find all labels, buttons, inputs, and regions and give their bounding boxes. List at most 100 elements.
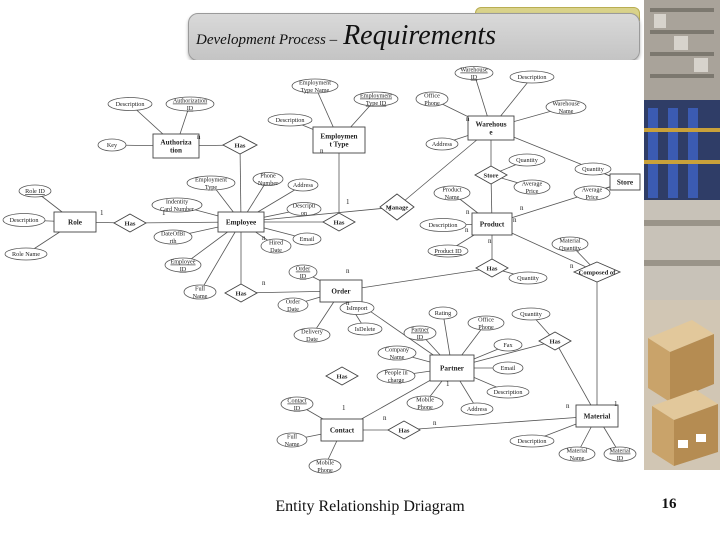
attribute-ellipse — [288, 264, 318, 280]
entity-box — [575, 404, 619, 428]
label-line: Address — [293, 182, 314, 189]
connector-order-has-order-product — [340, 267, 493, 292]
label-line: ID — [617, 455, 624, 462]
label-line: Mobile — [416, 397, 434, 404]
attribute-ellipse — [415, 91, 449, 107]
attribute-ellipse — [428, 306, 458, 320]
label-line: Material — [560, 238, 581, 245]
label-line: Quantity — [516, 157, 539, 164]
attribute-ellipse — [376, 368, 416, 384]
relationship-diamond — [379, 193, 415, 221]
label-line: Quantity — [582, 166, 605, 173]
attribute-ellipse — [164, 257, 202, 273]
label-line: Material — [610, 448, 631, 455]
label-line: Has — [235, 142, 246, 149]
label-line: Material — [584, 413, 611, 421]
label-line: Employment — [299, 80, 331, 87]
cardinality-label: n — [346, 299, 350, 307]
attribute-ellipse — [574, 162, 612, 176]
cardinality-label: 1 — [614, 400, 618, 408]
label-line: Store — [484, 172, 499, 179]
label-line: Key — [107, 142, 118, 149]
label-line: IsImport — [346, 305, 368, 312]
entity-box — [217, 211, 265, 233]
attribute-ellipse — [292, 232, 322, 246]
relationship-diamond — [474, 165, 508, 185]
cardinality-label: n — [262, 279, 266, 287]
attribute-ellipse — [97, 138, 127, 152]
label-line: ID — [294, 405, 301, 412]
cardinality-label: n — [262, 234, 266, 242]
label-line: Name — [390, 354, 405, 361]
cardinality-label: 1 — [346, 198, 350, 206]
entity-product: Product — [471, 212, 513, 236]
label-line: Warehous — [475, 120, 506, 128]
slide-caption: Entity Relationship Driagram — [275, 498, 465, 515]
entity-material: Material — [575, 404, 619, 428]
label-line: Full — [195, 286, 205, 293]
attribute-ellipse — [558, 446, 596, 462]
attribute-role-id: Role ID — [18, 184, 52, 198]
label-line: Product — [442, 187, 462, 194]
attribute-quantity-store: Quantity — [508, 153, 546, 167]
relationship-diamond — [325, 366, 359, 386]
attribute-ellipse — [377, 345, 417, 361]
cardinality-label: n — [465, 226, 469, 234]
entity-box — [467, 115, 515, 141]
label-line: Fax — [503, 342, 513, 349]
label-line: Email — [501, 365, 516, 372]
label-line: Email — [300, 236, 315, 243]
attribute-ellipse — [406, 395, 444, 411]
cardinality-label: n — [320, 147, 324, 155]
entity-employment-type: Employment Type — [312, 126, 366, 154]
label-line: Delivery — [301, 329, 324, 336]
entity-role: Role — [53, 211, 97, 233]
label-line: Quantity — [559, 245, 582, 252]
label-line: Has — [337, 373, 348, 380]
attribute-ellipse — [433, 185, 471, 201]
attribute-ellipse — [260, 238, 292, 254]
label-line: Price — [526, 188, 539, 195]
entity-order: Order — [319, 279, 363, 303]
connector-has-contact-material-material — [403, 415, 598, 431]
label-line: Name — [285, 441, 300, 448]
attribute-rating: Rating — [428, 306, 458, 320]
attribute-ellipse — [551, 236, 589, 252]
label-line: Authorization — [173, 98, 207, 105]
relationship-has-contact-material: Has — [387, 420, 421, 440]
connector-manage-warehouse — [396, 127, 492, 208]
label-line: Description — [494, 389, 523, 396]
attribute-ellipse — [308, 458, 342, 474]
slide-title: Development Process –Requirements — [196, 20, 636, 56]
relationship-has-auth-emp: Has — [222, 135, 258, 155]
label-line: Card Number — [160, 206, 194, 213]
relationship-manage: Manage — [379, 193, 415, 221]
label-line: Company — [385, 347, 410, 354]
cardinality-label: n — [197, 133, 201, 141]
entity-partner: Partner — [429, 354, 475, 382]
attribute-ellipse — [165, 96, 215, 112]
relationship-diamond — [113, 213, 147, 233]
label-line: Office — [478, 317, 494, 324]
label-line: Employee — [226, 219, 256, 227]
label-line: Warehouse — [460, 67, 488, 74]
entity-contact: Contact — [320, 418, 364, 442]
label-line: ID — [300, 273, 307, 280]
label-line: Mobile — [316, 460, 334, 467]
relationship-store-rel: Store — [474, 165, 508, 185]
entity-authorization: Authorization — [152, 133, 200, 159]
label-line: IsDelete — [355, 326, 376, 333]
cardinality-label: n — [488, 237, 492, 245]
attribute-ellipse — [18, 184, 52, 198]
entity-box — [319, 279, 363, 303]
